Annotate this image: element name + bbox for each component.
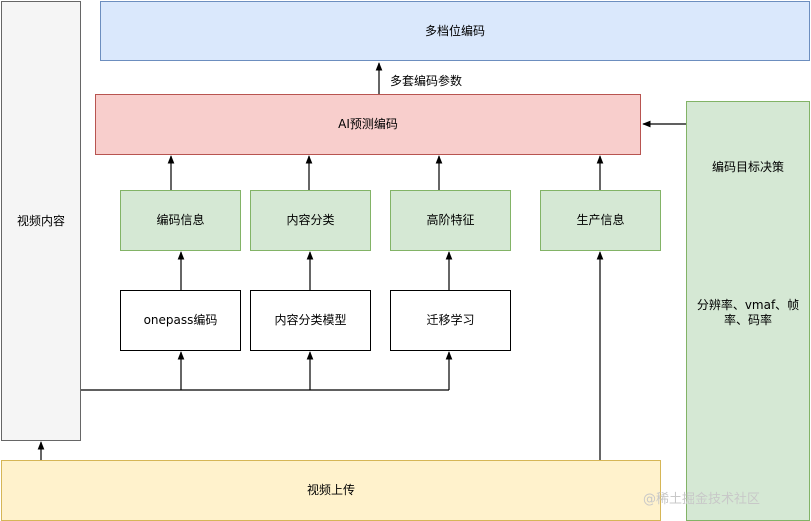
content-classification-label: 内容分类 bbox=[286, 213, 335, 227]
production-info-label: 生产信息 bbox=[576, 213, 625, 227]
production-info-box: 生产信息 bbox=[540, 190, 661, 251]
encode-target-decision-box: 编码目标决策 分辨率、vmaf、帧率、码率 bbox=[686, 101, 810, 521]
ai-predict-encode-label: AI预测编码 bbox=[338, 117, 398, 131]
multi-level-encode-label: 多档位编码 bbox=[424, 23, 485, 38]
content-classification-model-label: 内容分类模型 bbox=[274, 313, 347, 327]
content-classification-box: 内容分类 bbox=[250, 190, 371, 251]
multi-params-edge-label: 多套编码参数 bbox=[390, 74, 463, 88]
high-order-features-box: 高阶特征 bbox=[390, 190, 511, 251]
onepass-encode-label: onepass编码 bbox=[143, 313, 218, 327]
transfer-learning-box: 迁移学习 bbox=[390, 290, 511, 351]
video-upload-label: 视频上传 bbox=[306, 483, 355, 497]
encode-target-params-label: 分辨率、vmaf、帧率、码率 bbox=[696, 298, 800, 327]
video-upload-box: 视频上传 bbox=[1, 460, 661, 521]
content-classification-model-box: 内容分类模型 bbox=[250, 290, 371, 351]
encode-target-decision-label: 编码目标决策 bbox=[711, 160, 784, 174]
multi-level-encode-box: 多档位编码 bbox=[100, 1, 810, 61]
encode-info-box: 编码信息 bbox=[120, 190, 241, 251]
video-content-label: 视频内容 bbox=[16, 213, 65, 228]
watermark: @稀土掘金技术社区 bbox=[643, 492, 761, 507]
encode-info-label: 编码信息 bbox=[156, 213, 205, 227]
video-content-box: 视频内容 bbox=[1, 1, 81, 441]
onepass-encode-box: onepass编码 bbox=[120, 290, 241, 351]
transfer-learning-label: 迁移学习 bbox=[426, 313, 475, 327]
high-order-features-label: 高阶特征 bbox=[426, 213, 475, 227]
ai-predict-encode-box: AI预测编码 bbox=[95, 94, 641, 155]
